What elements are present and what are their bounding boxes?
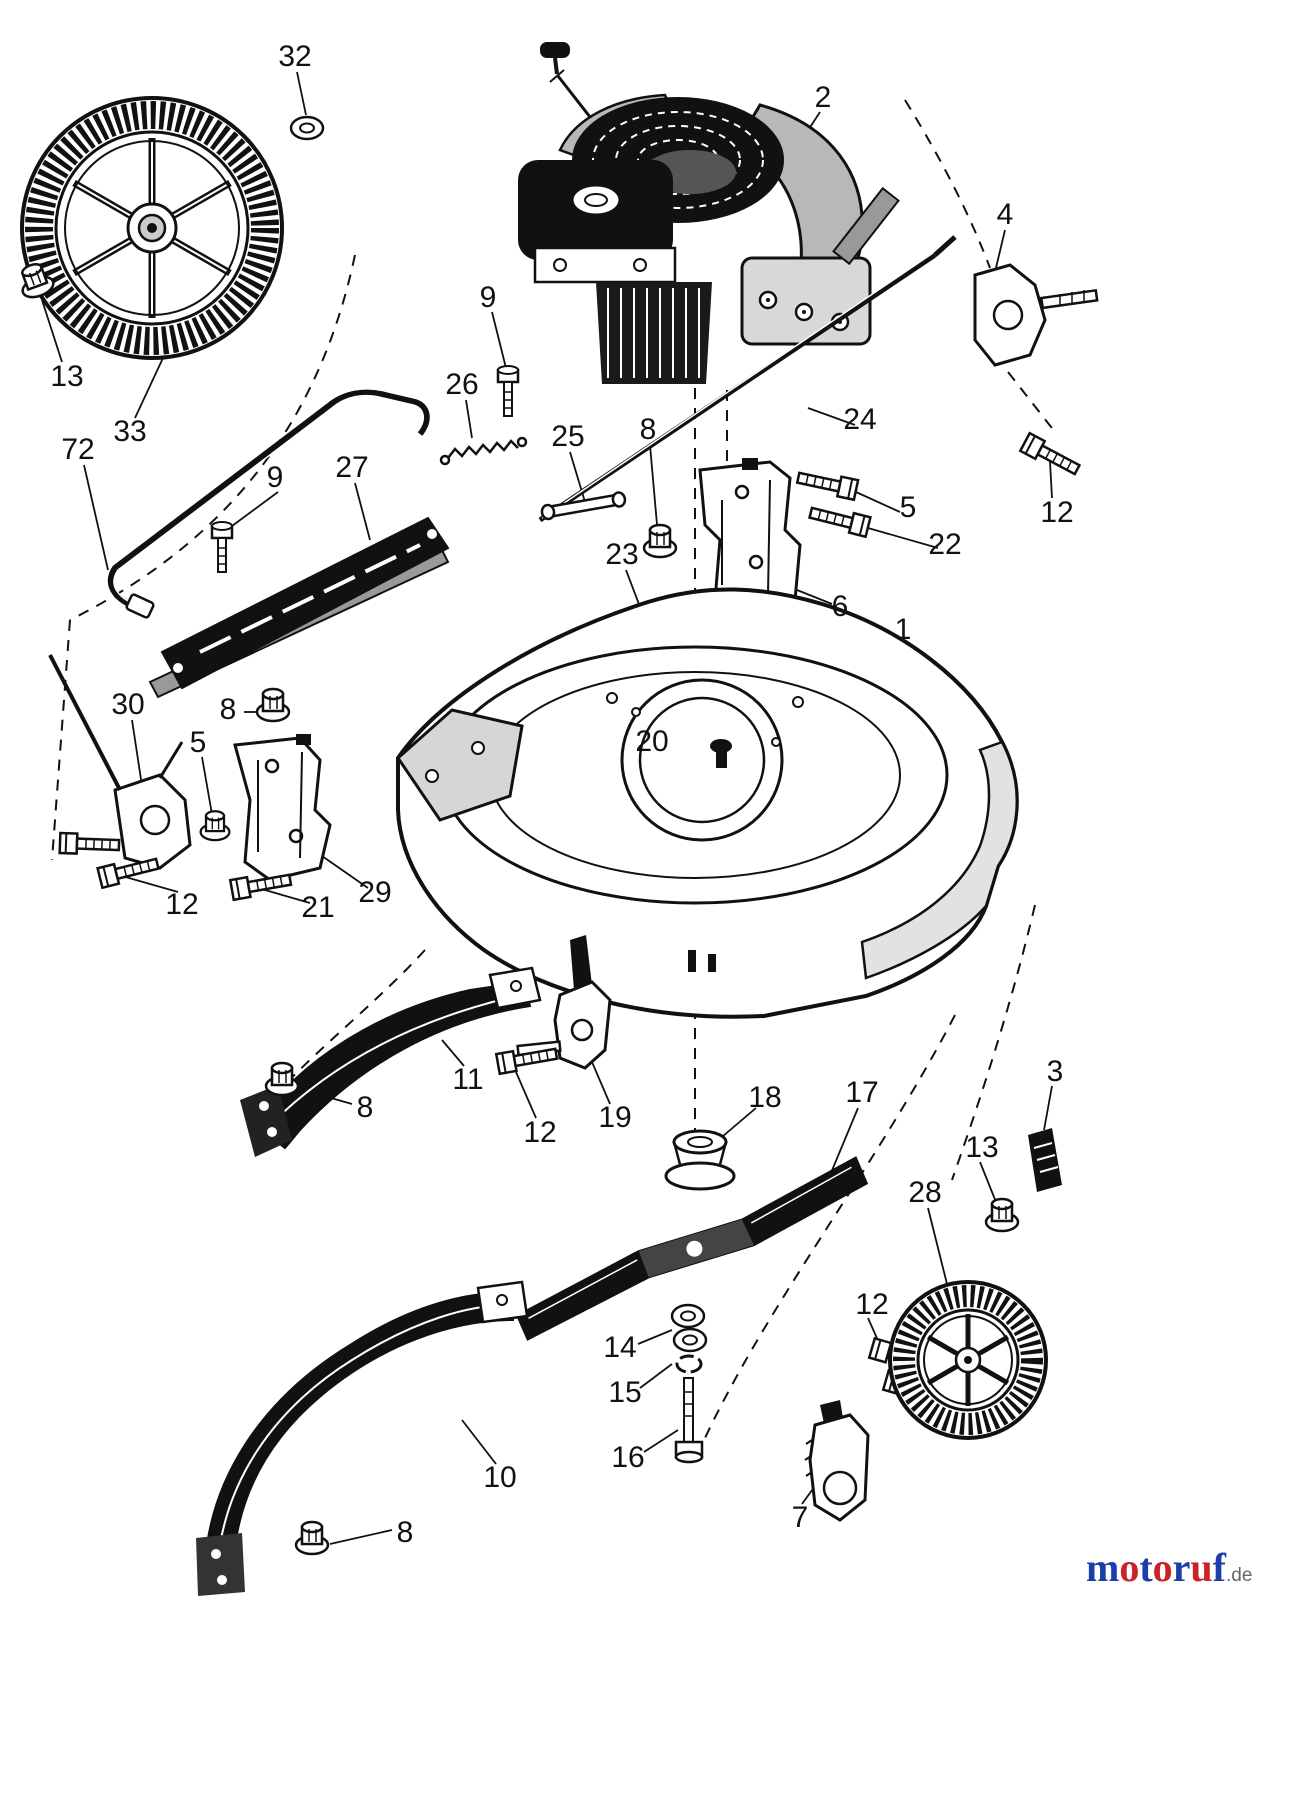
callout-12: 12 — [1040, 496, 1074, 529]
fuel-cap — [570, 183, 622, 217]
callout-12: 12 — [523, 1116, 557, 1149]
callout-13: 13 — [965, 1131, 999, 1164]
callout-13: 13 — [50, 360, 84, 393]
callout-9: 9 — [266, 461, 284, 494]
watermark-letter: t — [1139, 1545, 1153, 1590]
callout-4: 4 — [996, 198, 1014, 231]
spring — [439, 436, 528, 466]
bolt-9-top — [496, 364, 520, 418]
bail-wire — [107, 389, 430, 619]
blade-washer-2 — [672, 1327, 708, 1353]
callout-21: 21 — [301, 891, 335, 924]
callout-7: 7 — [791, 1501, 809, 1534]
callout-26: 26 — [445, 368, 479, 401]
leader-lines — [41, 71, 1053, 1545]
watermark-letter: o — [1152, 1545, 1173, 1590]
nut-13-rear — [984, 1197, 1020, 1233]
engine — [518, 42, 900, 384]
callout-28: 28 — [908, 1176, 942, 1209]
blade-bolt — [674, 1377, 704, 1464]
blade-washer-1 — [670, 1303, 706, 1329]
link-rod-25 — [540, 491, 627, 521]
blade-adapter — [664, 1129, 736, 1191]
callout-32: 32 — [278, 40, 312, 73]
callout-22: 22 — [928, 528, 962, 561]
callout-15: 15 — [608, 1376, 642, 1409]
blade-brake-bracket — [516, 935, 612, 1070]
lock-washer — [675, 1354, 703, 1374]
bolt-22 — [807, 501, 872, 538]
adjuster-bracket-left — [48, 654, 192, 870]
nut-8-deflector — [264, 1061, 300, 1097]
watermark-letter: o — [1119, 1545, 1140, 1590]
mower-deck — [396, 587, 1019, 1019]
callout-8: 8 — [396, 1516, 414, 1549]
engine-mount-bracket-left — [233, 734, 332, 882]
handle-stub — [832, 186, 900, 266]
callout-5: 5 — [189, 726, 207, 759]
callout-8: 8 — [219, 693, 237, 726]
nut-8-skirt — [294, 1520, 330, 1556]
blade — [515, 1156, 869, 1341]
callout-23: 23 — [605, 538, 639, 571]
callout-12: 12 — [855, 1288, 889, 1321]
callout-30: 30 — [111, 688, 145, 721]
deck-center-screw — [710, 739, 732, 768]
axle-bolt-30 — [58, 831, 121, 857]
callout-11: 11 — [452, 1063, 484, 1096]
nut-8-upper — [642, 523, 678, 559]
watermark-logo: motoruf.de — [1086, 1548, 1252, 1588]
callout-14: 14 — [603, 1331, 637, 1364]
wheel-washer — [289, 115, 325, 141]
callout-3: 3 — [1046, 1055, 1064, 1088]
callout-33: 33 — [113, 415, 147, 448]
callout-6: 6 — [831, 590, 849, 623]
height-lever — [1028, 1128, 1062, 1192]
watermark-letter: u — [1190, 1545, 1213, 1590]
handle-bracket-right — [973, 263, 1099, 367]
callout-16: 16 — [611, 1441, 645, 1474]
callout-1: 1 — [894, 613, 912, 646]
callout-18: 18 — [748, 1081, 782, 1114]
bolt-9-left — [210, 520, 234, 574]
handle-mount-bar — [148, 516, 450, 699]
deflector-front — [240, 966, 542, 1157]
callout-25: 25 — [551, 420, 585, 453]
watermark-domain-suffix: .de — [1226, 1565, 1253, 1586]
callout-24: 24 — [843, 403, 877, 436]
callout-27: 27 — [335, 451, 369, 484]
cylinder-fins — [596, 282, 712, 384]
callout-9: 9 — [479, 281, 497, 314]
rear-wheel — [20, 96, 284, 360]
brake-rod — [538, 235, 957, 523]
bolt-5-right — [794, 466, 860, 502]
callout-12: 12 — [165, 888, 199, 921]
nut-5-left — [199, 810, 231, 842]
rear-skirt — [196, 1280, 529, 1596]
nut-8-left — [255, 687, 291, 723]
callout-8: 8 — [639, 413, 657, 446]
callout-29: 29 — [358, 876, 392, 909]
watermark-letter: f — [1212, 1545, 1226, 1590]
callout-10: 10 — [483, 1461, 517, 1494]
callout-5: 5 — [899, 491, 917, 524]
callout-8: 8 — [356, 1091, 374, 1124]
callout-19: 19 — [598, 1101, 632, 1134]
carb-panel — [533, 246, 677, 284]
front-wheel — [888, 1280, 1048, 1440]
adjuster-bracket-rear — [804, 1400, 870, 1522]
watermark-letter: m — [1086, 1545, 1120, 1590]
watermark-brand: motoruf — [1086, 1545, 1226, 1590]
callout-17: 17 — [845, 1076, 879, 1109]
callout-2: 2 — [814, 81, 832, 114]
callout-20: 20 — [635, 725, 669, 758]
callout-72: 72 — [61, 433, 95, 466]
watermark-letter: r — [1172, 1545, 1191, 1590]
